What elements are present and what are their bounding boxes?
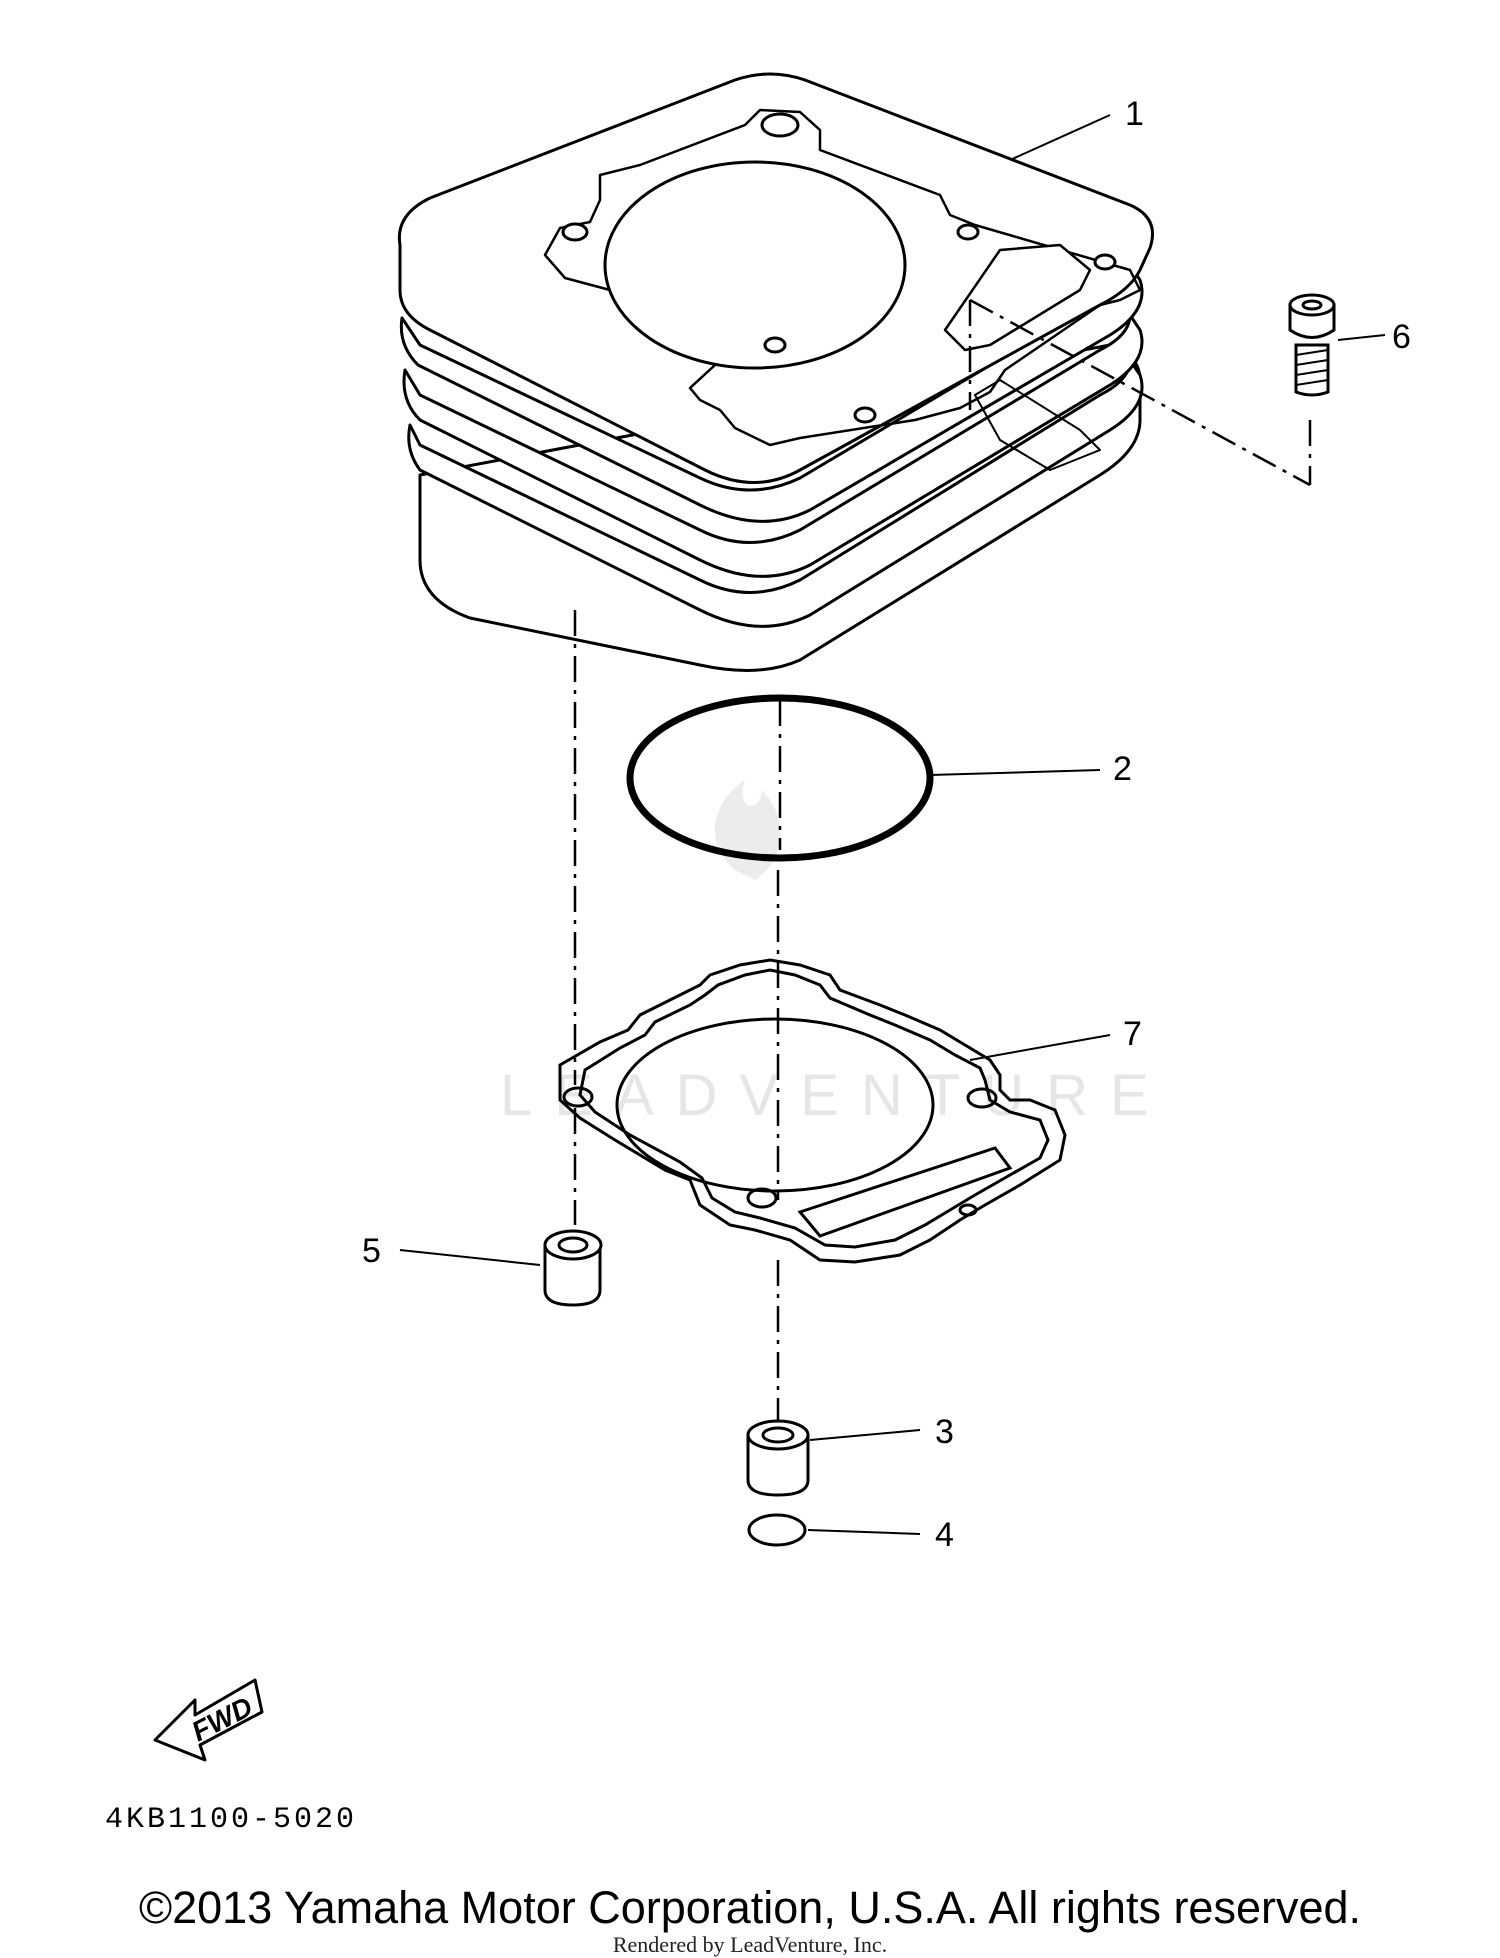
part-5-dowel-pin[interactable] (543, 1229, 603, 1307)
part-6-bolt[interactable] (1288, 293, 1336, 397)
callout-4: 4 (935, 1516, 954, 1554)
fwd-arrow-icon: FWD (153, 1678, 264, 1762)
copyright-notice: ©2013 Yamaha Motor Corporation, U.S.A. A… (138, 1882, 1362, 1933)
rendered-by-notice: Rendered by LeadVenture, Inc. (612, 1932, 888, 1957)
part-4-o-ring[interactable] (747, 1513, 807, 1547)
watermark: LEADVENTURE (500, 780, 1171, 1128)
callout-1: 1 (1125, 95, 1144, 133)
callout-6: 6 (1392, 318, 1411, 356)
callout-5: 5 (362, 1232, 381, 1270)
callout-2: 2 (1113, 750, 1132, 788)
callout-7: 7 (1123, 1015, 1142, 1053)
part-7-base-gasket[interactable] (558, 958, 1067, 1264)
assembly-lines (573, 298, 1312, 1420)
figure-code: 4KB1100-5020 (105, 1803, 357, 1837)
callout-3: 3 (935, 1413, 954, 1451)
part-2-o-ring[interactable] (626, 694, 934, 862)
part-1-cylinder[interactable] (397, 72, 1154, 672)
watermark-text: LEADVENTURE (500, 1063, 1171, 1128)
part-3-dowel-pin[interactable] (746, 1419, 810, 1497)
leader-lines (399, 114, 1386, 1535)
